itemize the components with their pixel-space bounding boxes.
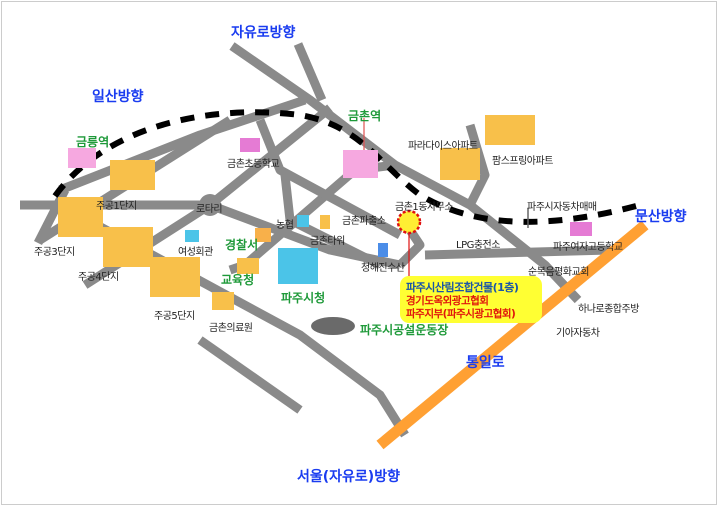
label-palms-apt: 팜스프링아파트 <box>492 156 553 167</box>
label-kia: 기아자동차 <box>556 328 600 339</box>
road <box>465 123 490 208</box>
label-girls-high: 파주여자고등학교 <box>553 242 623 253</box>
road <box>396 227 425 269</box>
direction-west: 일산방향 <box>92 89 144 105</box>
direction-east: 문산방향 <box>635 209 687 225</box>
callout-line1: 경기도옥외광고협회 <box>406 295 489 307</box>
label-lpg: LPG충전소 <box>456 240 500 251</box>
label-clinic: 금촌의료원 <box>209 323 253 334</box>
label-jugong3: 주공3단지 <box>34 247 75 258</box>
station-icon <box>68 148 96 168</box>
direction-north: 자유로방향 <box>231 25 296 41</box>
rotary-circle <box>199 194 221 216</box>
road-name-tongil: 통일로 <box>466 355 505 371</box>
label-fishery: 청해진수산 <box>361 263 405 274</box>
label-city-hall: 파주시청 <box>281 291 326 305</box>
location-callout: 파주시산림조합건물(1층) 경기도옥외광고협회 파주지부(파주시광고협회) <box>400 276 542 323</box>
label-jugong5: 주공5단지 <box>154 311 195 322</box>
label-rotary: 로타리 <box>196 204 223 215</box>
label-car-market: 파주시자동차매매 <box>527 202 597 213</box>
label-church: 순복음평화교회 <box>528 267 589 278</box>
road <box>280 174 383 270</box>
tongil-road <box>376 220 649 450</box>
apartment-icon <box>440 148 480 180</box>
label-jugong4: 주공4단지 <box>78 272 119 283</box>
building-icon <box>378 243 388 257</box>
target-marker <box>396 209 422 235</box>
label-police-box: 금촌파출소 <box>342 216 386 227</box>
callout-line2: 파주지부(파주시광고협회) <box>406 308 516 320</box>
label-paradise-apt: 파라다이스아파트 <box>408 141 478 152</box>
building-icon <box>255 228 271 242</box>
label-police: 경찰서 <box>225 238 259 252</box>
road <box>197 336 303 414</box>
building-icon <box>212 292 234 310</box>
building-icon <box>185 230 199 242</box>
city-hall-icon <box>278 248 318 284</box>
stadium-icon <box>311 317 355 335</box>
label-education-office: 교육청 <box>221 273 255 287</box>
label-geumneung-station: 금릉역 <box>76 135 110 149</box>
label-geumchon-station: 금촌역 <box>348 109 382 123</box>
label-elementary: 금촌초등학교 <box>227 159 280 170</box>
building-icons <box>58 115 592 335</box>
apartment-icon <box>110 160 155 190</box>
apartment-icon <box>58 197 103 237</box>
apartment-icon <box>103 227 153 267</box>
road <box>229 42 582 304</box>
road <box>424 245 611 260</box>
label-tower: 금촌타워 <box>310 236 345 247</box>
direction-south: 서울(자유로)방향 <box>297 469 400 485</box>
label-nonghyup: 농협 <box>276 220 294 231</box>
building-icon <box>237 258 259 274</box>
building-icon <box>320 215 330 229</box>
road <box>293 42 327 102</box>
road <box>255 118 403 239</box>
label-dong-office: 금촌1동사무소 <box>395 202 454 213</box>
label-stadium: 파주시공설운동장 <box>360 323 449 337</box>
school-icon <box>240 138 260 152</box>
apartment-icon <box>485 115 535 145</box>
label-jugong1: 주공1단지 <box>96 201 137 212</box>
label-women-center: 여성회관 <box>178 247 213 258</box>
station-icon <box>343 150 378 178</box>
callout-title: 파주시산림조합건물(1층) <box>406 281 519 294</box>
apartment-icon <box>150 257 200 297</box>
school-icon <box>570 222 592 236</box>
building-icon <box>297 215 309 227</box>
label-kitchen: 하나로종합주방 <box>578 304 639 315</box>
